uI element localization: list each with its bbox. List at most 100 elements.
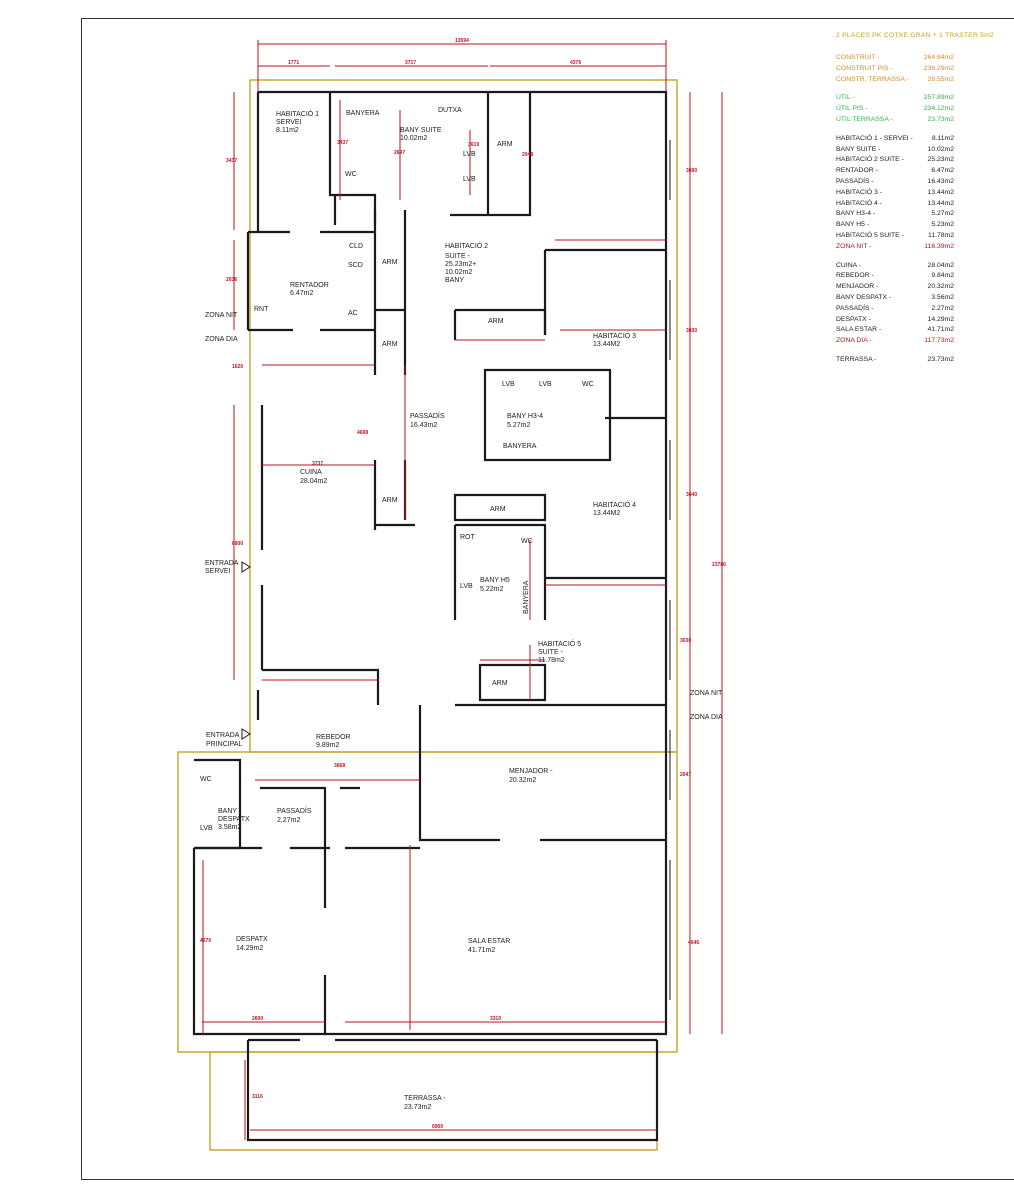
day-zone-total: ZONA DIA - 117.73m2	[836, 336, 1004, 347]
west-walls	[246, 92, 264, 720]
legend-label: DESPATX -	[836, 315, 871, 323]
fixture-label: AC	[348, 310, 358, 317]
legend-value: 117.73m2	[924, 337, 954, 345]
legend-label: ZONA NIT -	[836, 242, 872, 250]
legend-label: BANY H5 -	[836, 221, 870, 229]
legend-value: 28.55m2	[927, 75, 954, 83]
wall-menjador	[418, 705, 666, 842]
fixture-label: ROT	[460, 534, 476, 541]
legend-label: PASSADÍS -	[836, 304, 874, 312]
fixture-label: WC	[582, 381, 594, 388]
dim-label: 3030	[686, 328, 697, 334]
dim-label: 13594	[455, 38, 469, 44]
fixture-label: BANYERA	[346, 110, 380, 117]
fixture-label: LVB	[502, 381, 515, 388]
legend-label: CONSTR. TERRASSA -	[836, 75, 909, 83]
built-outline-lower	[177, 751, 678, 1053]
office-bath-walls	[194, 758, 242, 850]
room-label: PASSADÍS	[410, 411, 445, 420]
legend-value: 116.39m2	[924, 242, 954, 250]
legend-label: REBEDOR -	[836, 272, 874, 280]
room-label: HABITACIÓ 4	[593, 500, 636, 509]
legend-row: BANY H5 -5.23m2	[836, 220, 1004, 231]
dim-label: 1620	[232, 364, 243, 370]
dim-label: 23786	[712, 562, 726, 568]
entrance-arrow-icon	[241, 561, 251, 573]
room-label: SUITE -	[538, 649, 564, 656]
room-area: 9.89m2	[316, 742, 339, 749]
legend-row: SALA ESTAR - 41.71m2	[836, 325, 1004, 336]
legend-row: BANY SUITE -10.02m2	[836, 145, 1004, 156]
dim-label: 3619	[468, 142, 479, 148]
room-label: HABITACIÓ 3	[593, 331, 636, 340]
dim-label: 3737	[312, 461, 323, 467]
room-area: 20.32m2	[509, 777, 536, 784]
terrace-walls	[246, 1038, 659, 1142]
legend-row: CUINA - 28.04m2	[836, 261, 1004, 272]
legend-row: REBEDOR -9.84m2	[836, 271, 1004, 282]
legend-label: CONSTRUIT -	[836, 54, 880, 61]
room-label: HABITACIÓ 2	[445, 241, 488, 250]
room-label: SALA ESTAR	[468, 938, 510, 945]
entrance-arrow-icon	[241, 728, 251, 740]
room-label: HABITACIÓ 1	[276, 109, 319, 118]
wall-arm-1	[373, 210, 407, 375]
entrance-label: ENTRADA	[205, 560, 239, 567]
dim-label: 3437	[226, 158, 237, 164]
wall-cuina-south	[262, 668, 380, 705]
legend-label: CONSTRUIT PIS -	[836, 64, 893, 72]
room-label: SUITE -	[445, 253, 471, 260]
dim-cuina	[262, 364, 406, 681]
dim-label: 4698	[357, 430, 368, 436]
dim-label: 3717	[405, 60, 416, 66]
legend-row: DESPATX - 14.29m2	[836, 315, 1004, 326]
room-area: 23.73m2	[404, 1104, 431, 1111]
legend-row: CONSTRUIT -264.84m2	[836, 53, 1004, 64]
legend-value: 41.71m2	[927, 326, 954, 334]
legend-value: 14.29m2	[927, 315, 954, 323]
dim-hab3	[455, 239, 666, 341]
dim-label: 3030	[680, 638, 691, 644]
room-area: 28.04m2	[300, 478, 327, 485]
legend-value: 13.44m2	[927, 199, 954, 207]
fixture-label: WC	[345, 171, 357, 178]
fixture-label: BANYERA	[523, 580, 530, 614]
fixture-label: LVB	[463, 151, 476, 158]
room-label: DESPATX	[236, 936, 268, 943]
fixture-label: ARM	[488, 318, 504, 325]
legend-row: BANY H3-4 -5.27m2	[836, 209, 1004, 220]
fixture-label: ARM	[490, 506, 506, 513]
legend-value: 257.89m2	[923, 94, 954, 102]
wall-bany-h5	[453, 523, 547, 620]
wall-arm-4	[373, 460, 415, 530]
room-label: BANY	[445, 277, 464, 284]
fixture-label: RNT	[254, 306, 269, 313]
dim-label: 2600	[252, 1016, 263, 1022]
dim-label: 4670	[200, 938, 211, 944]
legend-value: 5.27m2	[931, 210, 954, 218]
legend-label: CUINA -	[836, 261, 861, 269]
wall-rentador	[248, 230, 375, 332]
legend-row: MENJADOR -20.32m2	[836, 282, 1004, 293]
fixture-label: LVB	[539, 381, 552, 388]
legend-row: BANY DESPATX -3.56m2	[836, 293, 1004, 304]
fixture-label: BANYERA	[503, 443, 537, 450]
dim-label: 1771	[288, 60, 299, 66]
room-area: 10.02m2	[400, 135, 427, 142]
room-label: TERRASSA -	[404, 1095, 446, 1102]
legend-label: ÚTIL -	[836, 94, 855, 102]
legend-label: HABITACIÓ 3 -	[836, 188, 882, 196]
legend-label: PASSADÍS -	[836, 177, 874, 185]
legend-value: 2.27m2	[931, 304, 954, 312]
legend-value: 28.04m2	[927, 261, 954, 269]
legend-value: 23.73m2	[927, 115, 954, 123]
legend-label: SALA ESTAR -	[836, 326, 882, 334]
room-label: PASSADÍS	[277, 806, 312, 815]
fixture-label: WC	[200, 776, 212, 783]
dim-label: 2047	[680, 772, 691, 778]
fixture-label: DUTXA	[438, 107, 462, 114]
legend-value: 234.12m2	[923, 105, 954, 113]
legend-label: RENTADOR -	[836, 167, 878, 175]
legend-row: PASSADÍS - 2.27m2	[836, 304, 1004, 315]
room-label: BANY	[218, 808, 237, 815]
